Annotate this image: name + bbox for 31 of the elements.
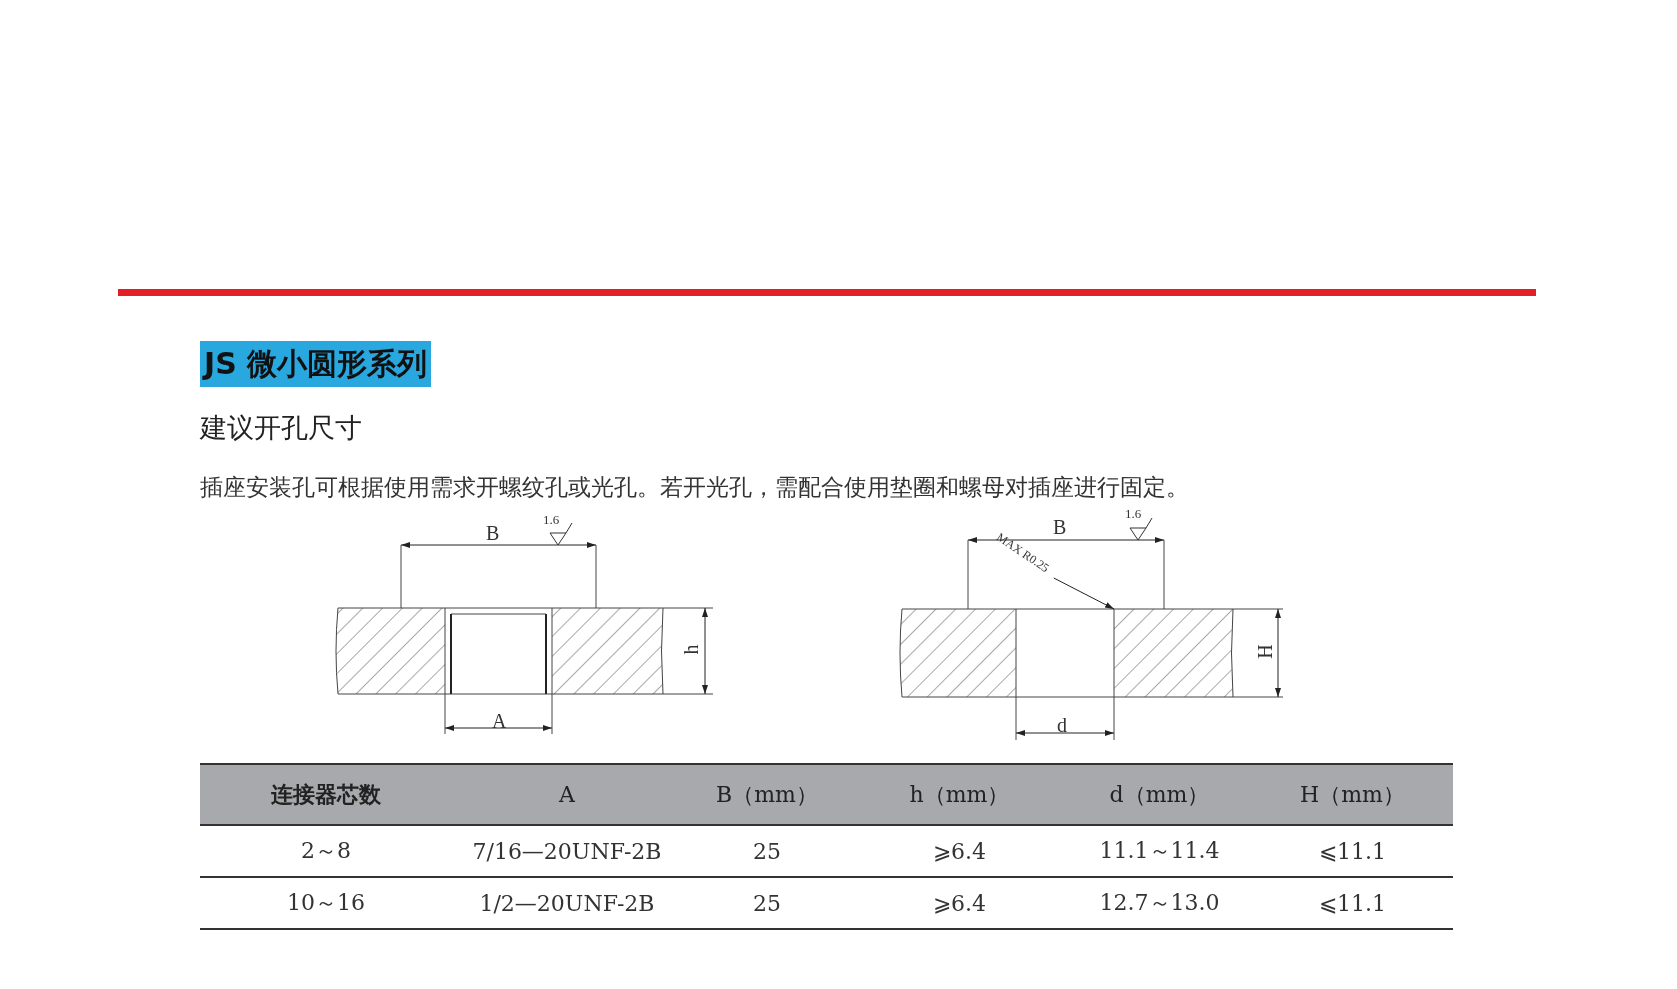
dimension-label: h	[679, 644, 703, 655]
table-cell: 25	[682, 825, 852, 877]
table-cell: ⩾6.4	[852, 825, 1067, 877]
dimension-label: B	[486, 522, 500, 545]
dimension-label: A	[492, 710, 507, 733]
table-cell: ⩽11.1	[1252, 877, 1453, 929]
section-title: JS 微小圆形系列	[200, 341, 432, 387]
section-heading: 建议开孔尺寸	[200, 411, 362, 445]
table-cell: ⩾6.4	[852, 877, 1067, 929]
dimension-label: d	[1057, 714, 1067, 737]
table-cell: 7/16—20UNF-2B	[452, 825, 682, 877]
table-cell: 11.1～11.4	[1067, 825, 1252, 877]
leader-line	[1053, 577, 1115, 610]
header-cell: d（mm）	[1067, 764, 1252, 825]
table-cell: 2～8	[200, 825, 452, 877]
dimension-label: H	[1253, 644, 1277, 659]
table-cell: 1/2—20UNF-2B	[452, 877, 682, 929]
header-cell: 连接器芯数	[200, 764, 452, 825]
table-cell: ⩽11.1	[1252, 825, 1453, 877]
header-cell: H（mm）	[1252, 764, 1453, 825]
table-cell: 10～16	[200, 877, 452, 929]
dimension-label: 1.6	[1125, 506, 1142, 522]
header-cell: B（mm）	[682, 764, 852, 825]
table-cell: 12.7～13.0	[1067, 877, 1252, 929]
plate-section-drawing	[899, 608, 1284, 698]
header-cell: h（mm）	[852, 764, 1067, 825]
dimension-label: B	[1053, 516, 1067, 539]
dimension-label: 1.6	[543, 512, 560, 528]
description-text: 插座安装孔可根据使用需求开螺纹孔或光孔。若开光孔，需配合使用垫圈和螺母对插座进行固定。	[200, 473, 1189, 502]
table-cell: 25	[682, 877, 852, 929]
header-cell: A	[452, 764, 682, 825]
